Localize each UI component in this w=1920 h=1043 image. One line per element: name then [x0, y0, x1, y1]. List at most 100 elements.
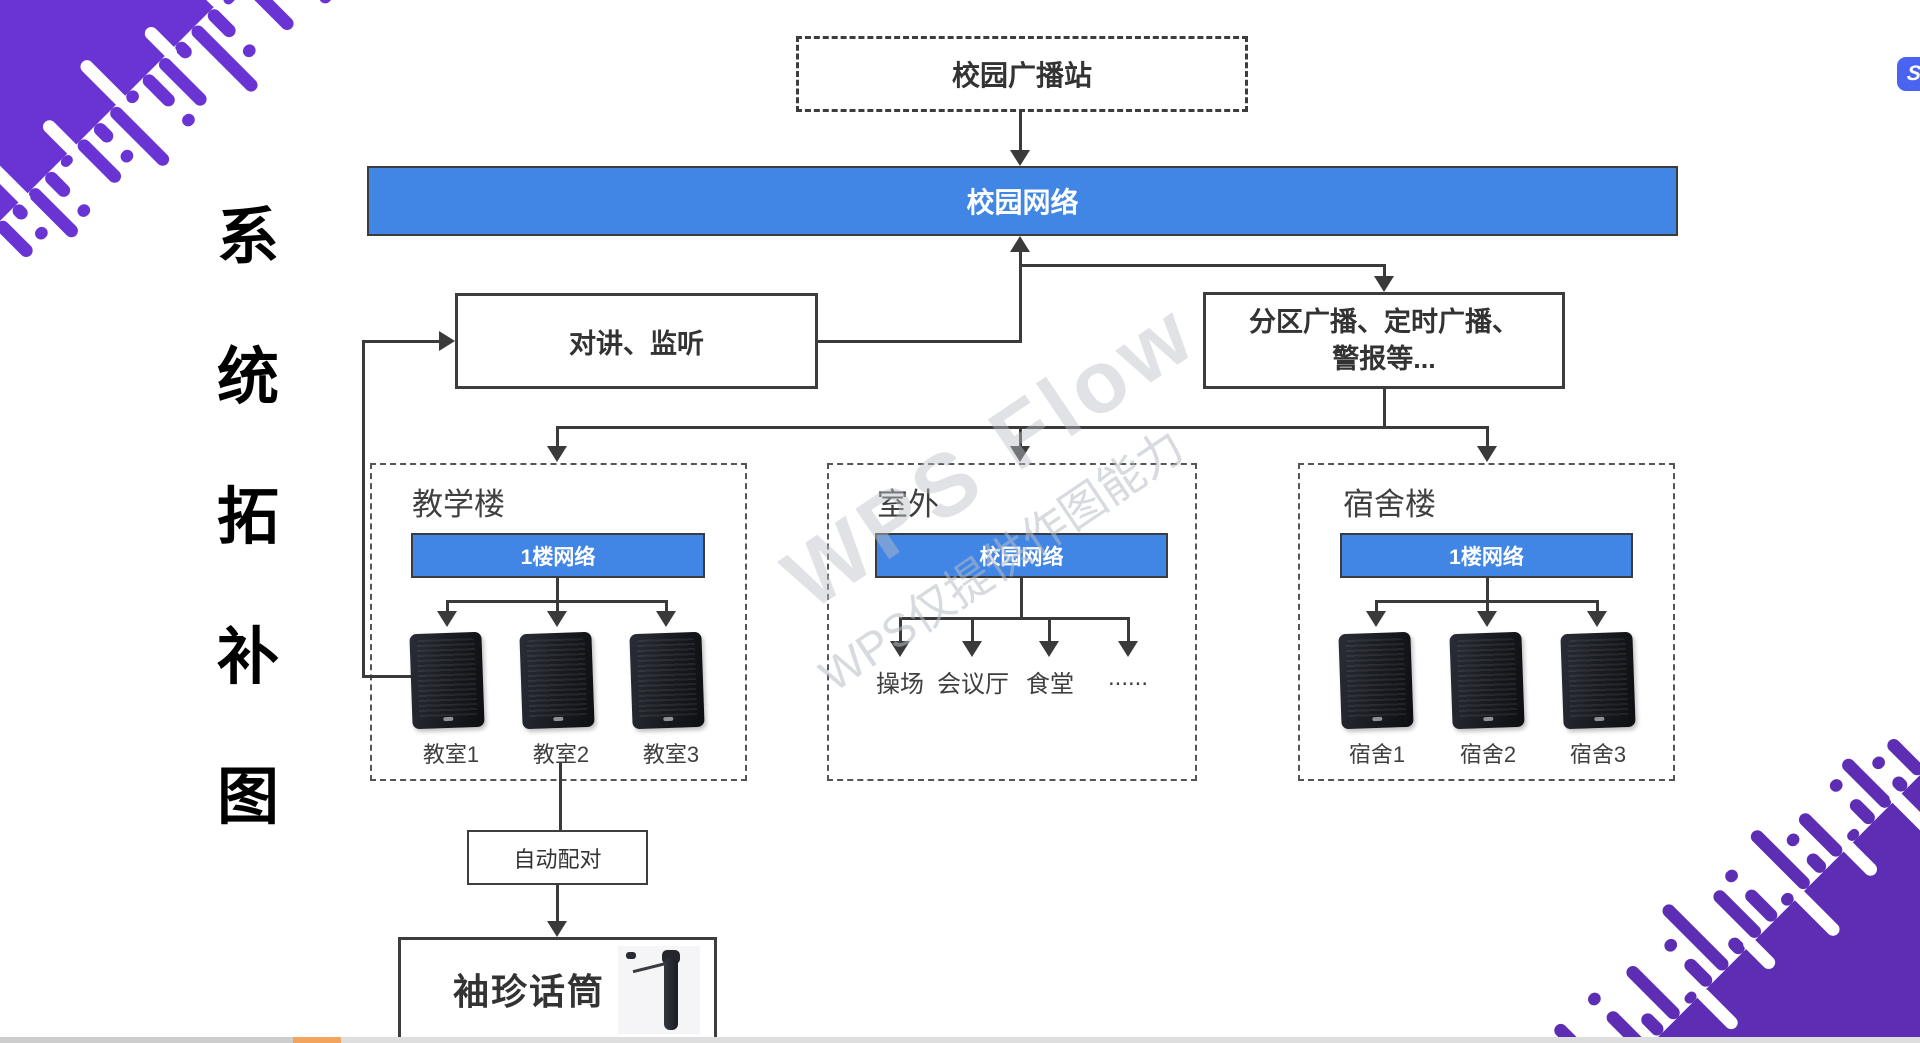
zone-broadcast-line2: 警报等... [1332, 343, 1436, 374]
classroom2-speaker[interactable] [519, 631, 595, 730]
distribution-line [556, 426, 1488, 429]
loop-line-vertical [362, 340, 365, 678]
connector-intercom-to-network [1019, 252, 1022, 342]
drop-to-outdoor [1019, 426, 1022, 448]
outdoor-container[interactable] [827, 463, 1197, 781]
arrowhead-right-icon [439, 331, 455, 351]
teaching-network-label: 1楼网络 [520, 545, 596, 569]
classroom1-speaker[interactable] [409, 631, 485, 730]
arrowhead-down-icon [547, 611, 567, 627]
teaching-network-bar[interactable]: 1楼网络 [411, 533, 705, 578]
mic-capsule [626, 952, 636, 959]
title-char: 系 [216, 203, 279, 272]
connector-intercom-right [818, 340, 1022, 343]
intercom-monitor-node[interactable]: 对讲、监听 [455, 293, 818, 389]
title-char: 补 [216, 623, 279, 692]
campus-network-bus[interactable]: 校园网络 [367, 166, 1678, 236]
scrollbar-thumb[interactable] [293, 1037, 341, 1043]
title-char: 拓 [216, 483, 279, 552]
outdoor-split-4 [1127, 617, 1130, 643]
arrowhead-down-icon [547, 921, 567, 937]
connector-pairing-to-mic [556, 885, 559, 923]
dorm-split-stem [1486, 578, 1489, 614]
arrowhead-down-icon [1374, 276, 1394, 292]
classroom1-label: 教室1 [422, 742, 480, 767]
arrowhead-down-icon [890, 641, 910, 657]
arrowhead-down-icon [962, 641, 982, 657]
arrowhead-down-icon [1366, 611, 1386, 627]
loop-line-bottom [362, 675, 416, 678]
pocket-mic-label: 袖珍话筒 [453, 970, 606, 1012]
scrollbar-track-left [0, 1037, 293, 1043]
speaker-grille [416, 638, 478, 719]
dorm1-speaker[interactable] [1338, 631, 1414, 730]
dorm-network-label: 1楼网络 [1449, 545, 1524, 569]
classroom2-label: 教室2 [532, 742, 590, 767]
broadcast-station-node[interactable]: 校园广播站 [796, 36, 1248, 112]
speaker-grille [1456, 638, 1518, 719]
intercom-monitor-label: 对讲、监听 [569, 328, 704, 359]
outdoor-network-bar[interactable]: 校园网络 [875, 533, 1168, 578]
connector-classroom2-to-pairing [559, 762, 562, 830]
arrowhead-down-icon [656, 611, 676, 627]
classroom3-speaker[interactable] [629, 631, 705, 730]
slide-title-vertical: 系 统 拓 补 图 [212, 205, 284, 905]
pocket-mic-image [618, 946, 700, 1034]
outdoor-network-label: 校园网络 [979, 545, 1064, 569]
campus-network-label: 校园网络 [966, 187, 1079, 218]
conference-hall-label: 会议厅 [937, 671, 1009, 698]
arrowhead-down-icon [1477, 611, 1497, 627]
ellipsis-label: ...... [1107, 664, 1148, 691]
dorm3-speaker[interactable] [1560, 631, 1636, 730]
zone-broadcast-line1: 分区广播、定时广播、 [1249, 306, 1519, 337]
dorm3-label: 宿舍3 [1569, 742, 1627, 767]
teaching-split-stem [556, 578, 559, 614]
arrowhead-down-icon [437, 611, 457, 627]
auto-pairing-node[interactable]: 自动配对 [467, 830, 648, 885]
playground-label: 操场 [876, 671, 924, 698]
loop-line-top [363, 340, 441, 343]
arrowhead-down-icon [1039, 641, 1059, 657]
connector-zone-down [1383, 389, 1386, 429]
teaching-split-right [665, 600, 668, 613]
dorm1-label: 宿舍1 [1348, 742, 1406, 767]
wps-app-badge[interactable]: S [1897, 57, 1920, 91]
arrowhead-down-icon [547, 446, 567, 462]
wps-logo-icon: S [1905, 62, 1920, 85]
title-char: 统 [216, 343, 279, 412]
connector-station-to-network [1019, 112, 1022, 152]
mic-handle [664, 958, 678, 1030]
auto-pairing-label: 自动配对 [513, 846, 602, 872]
arrowhead-down-icon [1010, 150, 1030, 166]
dorm-split-bar [1375, 600, 1599, 603]
arrowhead-down-icon [1118, 641, 1138, 657]
speaker-logo [1594, 716, 1605, 722]
broadcast-station-label: 校园广播站 [951, 60, 1092, 91]
arrowhead-down-icon [1587, 611, 1607, 627]
teaching-building-label: 教学楼 [412, 487, 505, 522]
outdoor-split-bar [899, 617, 1130, 620]
outdoor-label: 室外 [877, 487, 939, 522]
speaker-logo [663, 716, 674, 722]
outdoor-split-1 [899, 617, 902, 643]
arrowhead-down-icon [1010, 446, 1030, 462]
dorm2-speaker[interactable] [1449, 631, 1525, 730]
dorm-building-label: 宿舍楼 [1343, 487, 1436, 522]
speaker-logo [443, 716, 454, 722]
horizontal-scrollbar[interactable] [0, 1037, 1920, 1043]
zone-broadcast-node[interactable]: 分区广播、定时广播、 警报等... [1203, 292, 1565, 389]
connector-network-to-zone [1020, 264, 1386, 267]
title-char: 图 [216, 763, 279, 832]
outdoor-split-stem [1020, 578, 1023, 620]
dorm2-label: 宿舍2 [1459, 742, 1517, 767]
drop-to-teaching [556, 426, 559, 448]
canteen-label: 食堂 [1026, 671, 1074, 698]
mic-gooseneck [632, 962, 667, 974]
speaker-logo [553, 716, 564, 722]
drop-to-dorm [1486, 426, 1489, 448]
speaker-logo [1372, 716, 1383, 722]
dorm-network-bar[interactable]: 1楼网络 [1340, 533, 1633, 578]
pocket-mic-node[interactable]: 袖珍话筒 [398, 937, 717, 1040]
teaching-split-bar [446, 600, 668, 603]
